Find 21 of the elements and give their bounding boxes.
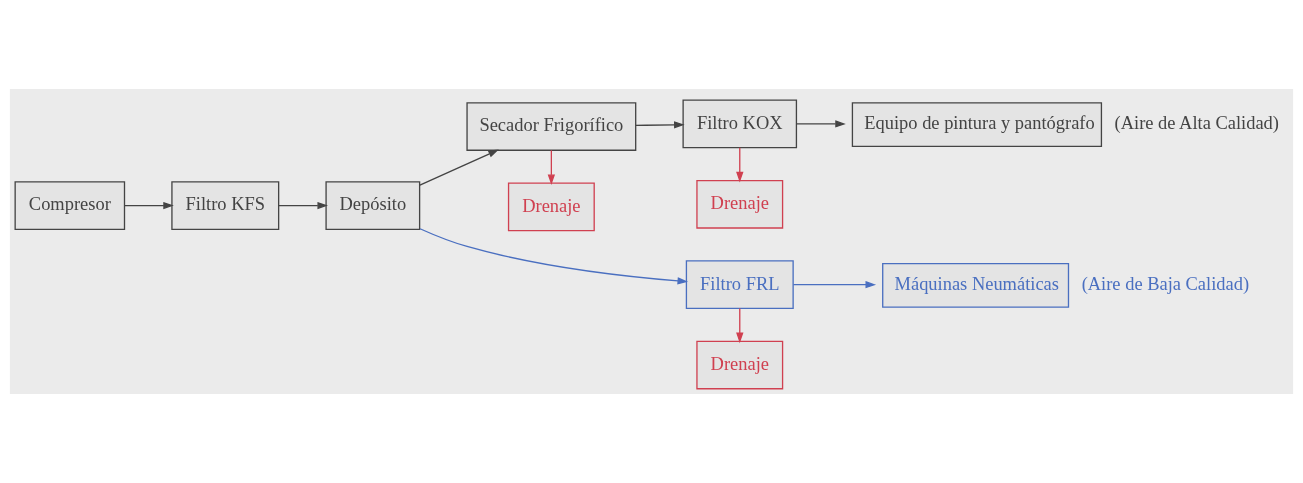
node-box: Drenaje xyxy=(696,179,784,229)
node-box: Depósito xyxy=(325,181,421,230)
arrow xyxy=(736,147,744,183)
node-box: Compresor xyxy=(14,181,126,230)
arrow xyxy=(635,121,685,129)
node-box: Filtro FRL xyxy=(685,260,794,310)
node-box: Drenaje xyxy=(696,340,784,390)
arrow xyxy=(123,201,174,210)
arrow xyxy=(547,149,556,186)
node-box: Secador Frigorífico xyxy=(466,102,637,151)
node-label: (Aire de Alta Calidad) xyxy=(1114,113,1279,134)
node-box: Filtro KOX xyxy=(682,99,798,149)
arrow xyxy=(796,120,846,128)
node-box: Drenaje xyxy=(507,182,595,232)
arrow xyxy=(736,307,744,344)
arrow xyxy=(792,280,877,289)
arrow xyxy=(419,149,499,186)
node-label: (Aire de Baja Calidad) xyxy=(1081,274,1250,295)
node-box: Filtro KFS xyxy=(171,181,280,230)
arrow xyxy=(419,228,689,285)
arrow xyxy=(278,201,328,210)
